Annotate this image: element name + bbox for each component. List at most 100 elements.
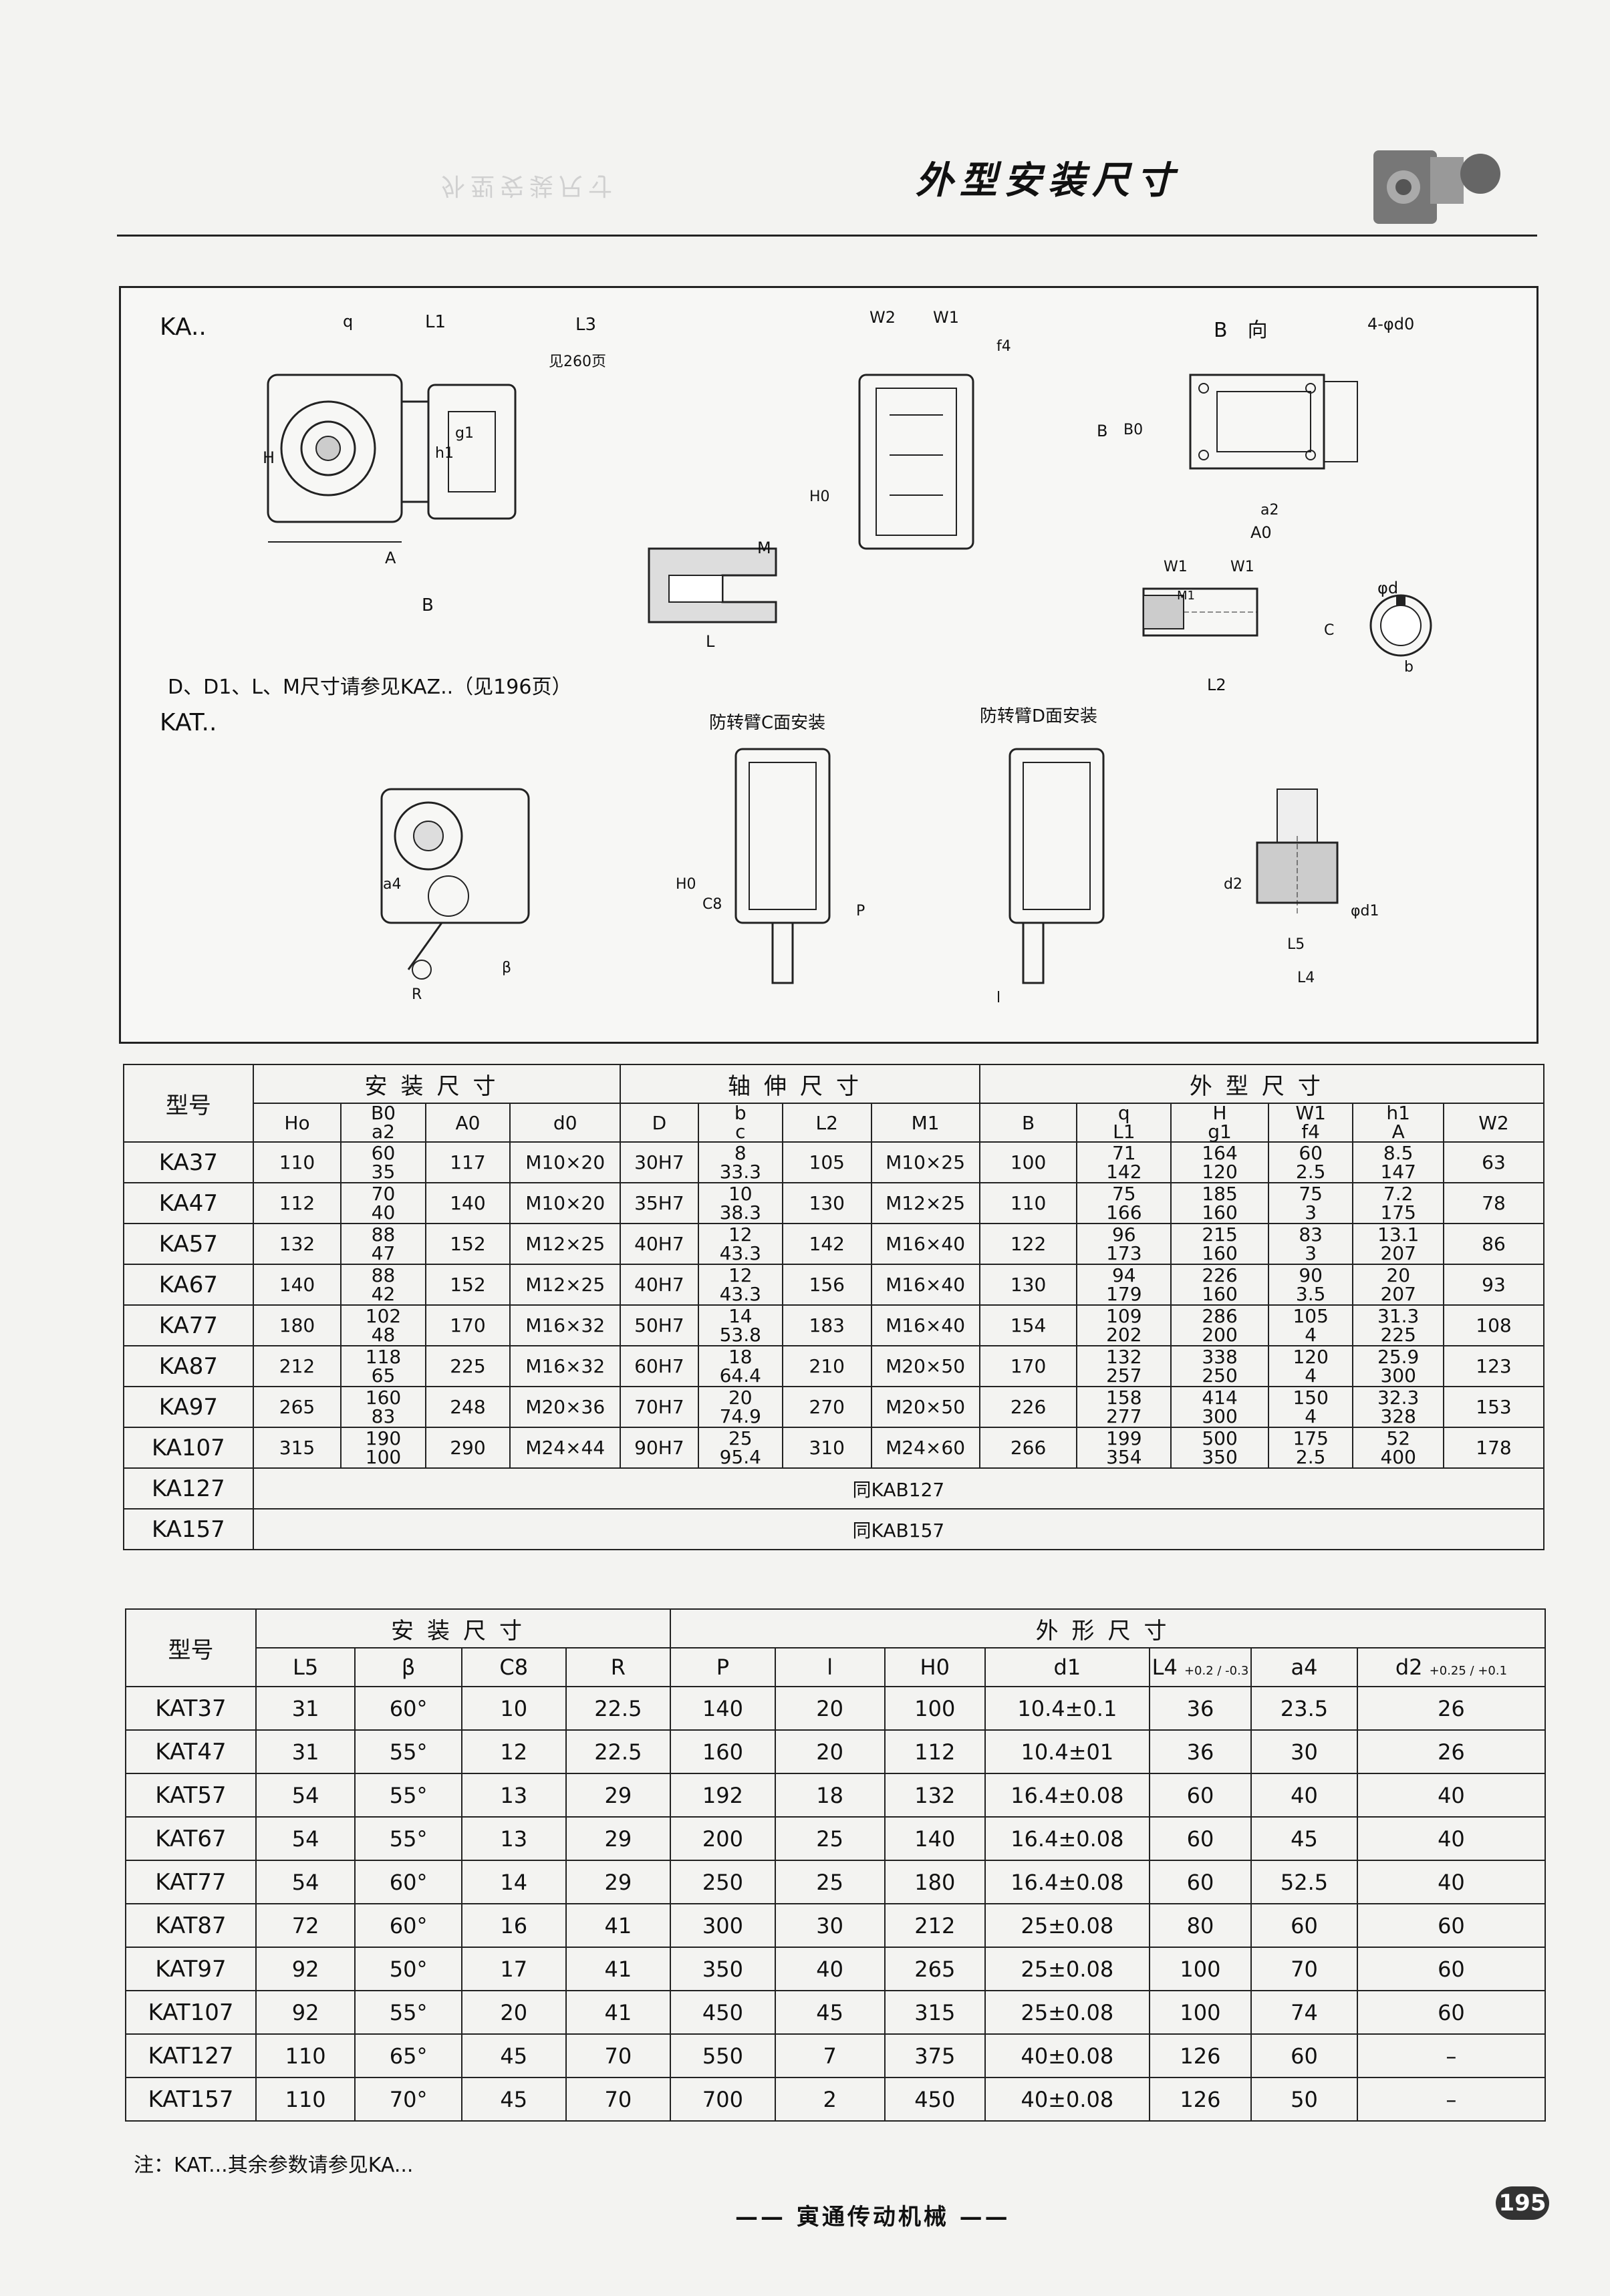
col-R: R bbox=[565, 1647, 672, 1687]
col-Ho: Ho bbox=[252, 1103, 342, 1143]
cell-l: 25 bbox=[774, 1860, 886, 1904]
cell-d1: 40±0.08 bbox=[984, 2077, 1150, 2122]
cell-model: KAT67 bbox=[125, 1816, 257, 1861]
cell-l: 20 bbox=[774, 1729, 886, 1774]
cell-W2: 78 bbox=[1443, 1182, 1545, 1224]
cell-M1: M10×25 bbox=[870, 1141, 980, 1183]
cell-H0: 375 bbox=[884, 2033, 986, 2078]
dim-L: L bbox=[706, 632, 715, 651]
cell-d2: 60 bbox=[1356, 1903, 1547, 1948]
c-mount-drawing bbox=[734, 748, 831, 984]
cell-reference: 同KAB127 bbox=[252, 1467, 1545, 1510]
cell-d1: 10.4±01 bbox=[984, 1729, 1150, 1774]
cell-M1: M20×50 bbox=[870, 1345, 980, 1387]
cell-D: 90H7 bbox=[620, 1427, 699, 1469]
dim-holes: 4-φd0 bbox=[1367, 315, 1415, 333]
cell-C8: 13 bbox=[460, 1816, 567, 1861]
col-A0: A0 bbox=[424, 1103, 511, 1143]
cell-C8: 14 bbox=[460, 1860, 567, 1904]
col-a4: a4 bbox=[1250, 1647, 1358, 1687]
cell-P: 350 bbox=[670, 1947, 776, 1991]
cell-H0: 132 bbox=[884, 1773, 986, 1818]
cell-model: KA107 bbox=[123, 1427, 254, 1469]
cell-model: KAT97 bbox=[125, 1947, 257, 1991]
cell-P: 550 bbox=[670, 2033, 776, 2078]
cell-P: 700 bbox=[670, 2077, 776, 2122]
cell-B: 170 bbox=[978, 1345, 1078, 1387]
cell-d2: 26 bbox=[1356, 1686, 1547, 1731]
gearmotor-icon bbox=[1373, 150, 1500, 224]
cell-d0: M12×25 bbox=[509, 1264, 622, 1306]
kat-side-view-drawing bbox=[380, 788, 530, 980]
cell-l: 18 bbox=[774, 1773, 886, 1818]
cell-d2: – bbox=[1356, 2033, 1547, 2078]
cell-L4: 100 bbox=[1148, 1990, 1252, 2035]
cell-l: 30 bbox=[774, 1903, 886, 1948]
cell-C8: 17 bbox=[460, 1947, 567, 1991]
cell-beta: 65° bbox=[354, 2033, 462, 2078]
cell-d2: – bbox=[1356, 2077, 1547, 2122]
cell-a4: 30 bbox=[1250, 1729, 1358, 1774]
footer-brand: —— 寅通传动机械 —— bbox=[735, 2204, 1011, 2231]
cell-d2: 40 bbox=[1356, 1773, 1547, 1818]
cell-L5: 110 bbox=[255, 2077, 356, 2122]
cell-L2: 105 bbox=[781, 1141, 872, 1183]
dim-L4: L4 bbox=[1297, 970, 1315, 986]
cell-P: 192 bbox=[670, 1773, 776, 1818]
dim-phid: φd bbox=[1377, 579, 1399, 597]
dim-a2: a2 bbox=[1260, 502, 1279, 519]
dim-W1-lower-2: W1 bbox=[1230, 559, 1254, 575]
cell-beta: 60° bbox=[354, 1903, 462, 1948]
dim-P: P bbox=[856, 903, 865, 919]
cell-d0: M10×20 bbox=[509, 1182, 622, 1224]
dim-h1: h1 bbox=[435, 445, 454, 462]
cell-H0: 100 bbox=[884, 1686, 986, 1731]
cell-beta: 55° bbox=[354, 1773, 462, 1818]
cell-model: KAT57 bbox=[125, 1773, 257, 1818]
cell-model: KAT157 bbox=[125, 2077, 257, 2122]
cell-reference: 同KAB157 bbox=[252, 1508, 1545, 1550]
cell-R: 29 bbox=[565, 1816, 672, 1861]
cell-M1: M20×50 bbox=[870, 1386, 980, 1428]
ka-label: KA.. bbox=[160, 313, 207, 341]
cell-A0: 140 bbox=[424, 1182, 511, 1224]
cell-R: 22.5 bbox=[565, 1686, 672, 1731]
col-D: D bbox=[620, 1103, 699, 1143]
col-W2: W2 bbox=[1443, 1103, 1545, 1143]
col-P: P bbox=[670, 1647, 776, 1687]
ghost-title: 外型安装尺寸 bbox=[441, 172, 618, 199]
dim-f4: f4 bbox=[996, 338, 1011, 355]
dim-L3: L3 bbox=[575, 315, 597, 335]
cell-d2: 40 bbox=[1356, 1860, 1547, 1904]
shaft-group-header: 轴伸尺寸 bbox=[620, 1064, 980, 1104]
outline-group-header: 外型尺寸 bbox=[978, 1064, 1545, 1104]
cell-Ho: 132 bbox=[252, 1223, 342, 1265]
hollow-shaft-drawing bbox=[1142, 587, 1258, 637]
cell-l: 45 bbox=[774, 1990, 886, 2035]
cell-B: 100 bbox=[978, 1141, 1078, 1183]
col-L4: L4 +0.2 / -0.3 bbox=[1148, 1647, 1252, 1687]
cell-B: 122 bbox=[978, 1223, 1078, 1265]
cell-A0: 290 bbox=[424, 1427, 511, 1469]
dim-g1: g1 bbox=[455, 425, 474, 442]
cell-P: 450 bbox=[670, 1990, 776, 2035]
